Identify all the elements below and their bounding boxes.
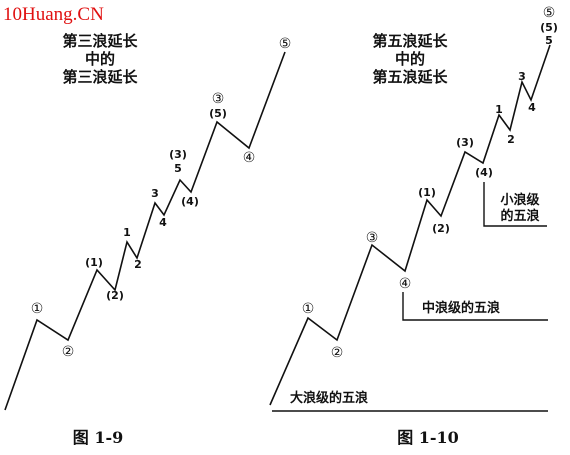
fig1-label-minor-2: 2 [134,258,142,271]
fig2-label-wave-3: ③ [366,230,379,246]
fig1-label-wave-3: ③ [212,91,225,107]
medium-degree-bracket [402,292,548,321]
fig1-wave-path [4,51,286,411]
fig1-label-sub-1: (1) [85,256,103,269]
fig1-heading-line-2: 中的 [85,50,115,68]
fig2-label-minor-5: 5 [545,34,553,47]
fig1-label-wave-1: ① [31,301,44,317]
fig2-wave-path [269,44,551,406]
fig2-label-sub-3: (3) [456,136,474,149]
site-watermark: 10Huang.CN [3,4,104,25]
fig2-label-minor-2: 2 [507,133,515,146]
fig1-label-wave-5: ⑤ [279,36,292,52]
fig1-label-minor-1: 1 [123,226,131,239]
small-degree-label-line-2: 的五浪 [500,208,539,224]
fig2-label-wave-4: ④ [399,276,412,292]
figure-1-10: 第五浪延长 中的 第五浪延长 ① ② ③ ④ (1) (2) (3) (4) 1… [269,5,558,447]
fig1-label-minor-4: 4 [159,216,167,229]
small-degree-bracket [483,182,547,227]
fig1-label-wave-2: ② [62,344,75,360]
small-degree-label-line-1: 小浪级 [500,192,540,208]
fig2-label-wave-1: ① [302,301,315,317]
fig1-heading-line-1: 第三浪延长 [62,32,138,50]
figure-1-9: 第三浪延长 中的 第三浪延长 ① ② (1) (2) 1 2 3 4 (3) 5… [4,32,292,447]
fig2-label-wave-2: ② [331,345,344,361]
large-degree-label: 大浪级的五浪 [290,390,368,406]
fig1-caption: 图 1-9 [73,428,123,447]
fig2-caption: 图 1-10 [397,428,459,447]
fig2-label-minor-3: 3 [518,70,526,83]
fig1-label-wave-4: ④ [243,150,256,166]
fig2-label-sub-4: (4) [475,166,493,179]
fig2-label-minor-1: 1 [495,103,503,116]
medium-degree-label: 中浪级的五浪 [422,300,500,316]
fig2-label-sub-1: (1) [418,186,436,199]
fig2-heading-line-1: 第五浪延长 [372,32,448,50]
fig1-label-minor-3: 3 [151,187,159,200]
fig2-label-sub-5: (5) [540,21,558,34]
fig1-heading-line-3: 第三浪延长 [62,68,138,86]
fig2-label-wave-5: ⑤ [543,5,556,21]
fig2-label-minor-4: 4 [528,101,536,114]
fig2-heading-line-2: 中的 [395,50,425,68]
fig1-label-sub-5: (5) [209,107,227,120]
fig1-label-minor-5: 5 [174,162,182,175]
fig1-label-sub-2: (2) [106,289,124,302]
fig1-label-sub-3: (3) [169,148,187,161]
fig1-label-sub-4: (4) [181,195,199,208]
fig2-heading-line-3: 第五浪延长 [372,68,448,86]
fig2-label-sub-2: (2) [432,222,450,235]
